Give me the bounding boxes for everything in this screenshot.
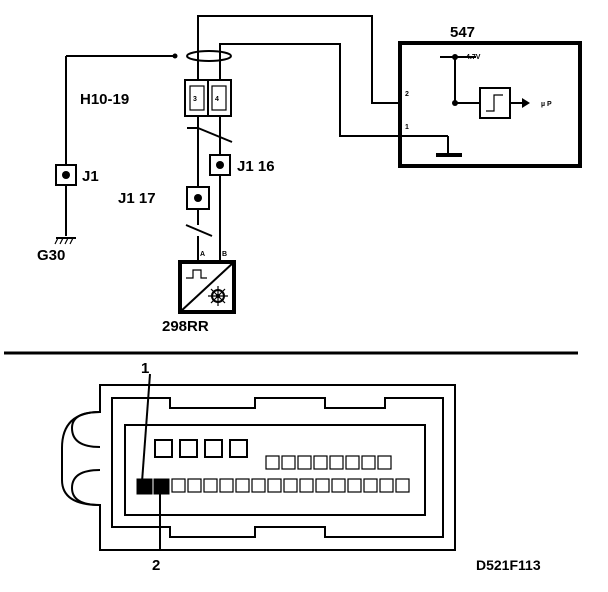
pin-field [124, 424, 426, 516]
connector-h10-19: H10-19 3 4 [80, 79, 232, 117]
ecu-547: 547 4.7V µ P 2 1 [398, 24, 582, 168]
diagram-id: D521F113 [476, 557, 541, 573]
connector-h-label: H10-19 [80, 91, 129, 108]
ecu-voltage-label: 4.7V [466, 54, 481, 61]
junction-j1-17: J1 17 [118, 186, 210, 210]
pin-callout-1: 1 [141, 360, 149, 377]
ground-wire [219, 43, 400, 137]
ground-g30-label: G30 [37, 247, 65, 264]
schmitt-trigger-icon [479, 87, 511, 119]
gear-icon [208, 286, 228, 306]
junction-j1-17-label: J1 17 [118, 190, 156, 207]
junction-j1: J1 [55, 164, 99, 186]
sensor-box [178, 260, 236, 314]
junction-j1-16-label: J1 16 [237, 158, 275, 175]
sensor-label: 298RR [162, 318, 209, 335]
ecu-label: 547 [450, 24, 475, 41]
pin-row-lower [136, 478, 410, 495]
ground-g30: G30 [37, 237, 76, 264]
cable-shield-icon [186, 50, 232, 62]
pin-2 [153, 478, 170, 495]
ecu-pin-2: 2 [405, 91, 409, 98]
sensor-pin-a: A [200, 251, 205, 258]
junction-j1-label: J1 [82, 168, 99, 185]
sensor-298rr: 298RR [162, 260, 236, 335]
callout-line-1 [141, 373, 151, 483]
junction-j1-16: J1 16 [209, 154, 275, 176]
pin-1 [136, 478, 153, 495]
output-arrow-icon [522, 98, 530, 108]
pin-callout-2: 2 [152, 557, 160, 574]
connector-h-pin-4: 4 [215, 96, 219, 103]
connector-inner-outline [111, 397, 444, 538]
pulse-signal-icon [186, 269, 207, 279]
ecu-output-label: µ P [541, 101, 552, 108]
connector-h-pin-3: 3 [193, 96, 197, 103]
connector-housing [61, 384, 456, 551]
sensor-pin-b: B [222, 251, 227, 258]
signal-wire [197, 15, 400, 104]
ecu-box [398, 41, 582, 168]
pin-row-upper [265, 455, 392, 470]
ecu-pin-1: 1 [405, 124, 409, 131]
connector-face-view: 1 2 [61, 360, 456, 574]
